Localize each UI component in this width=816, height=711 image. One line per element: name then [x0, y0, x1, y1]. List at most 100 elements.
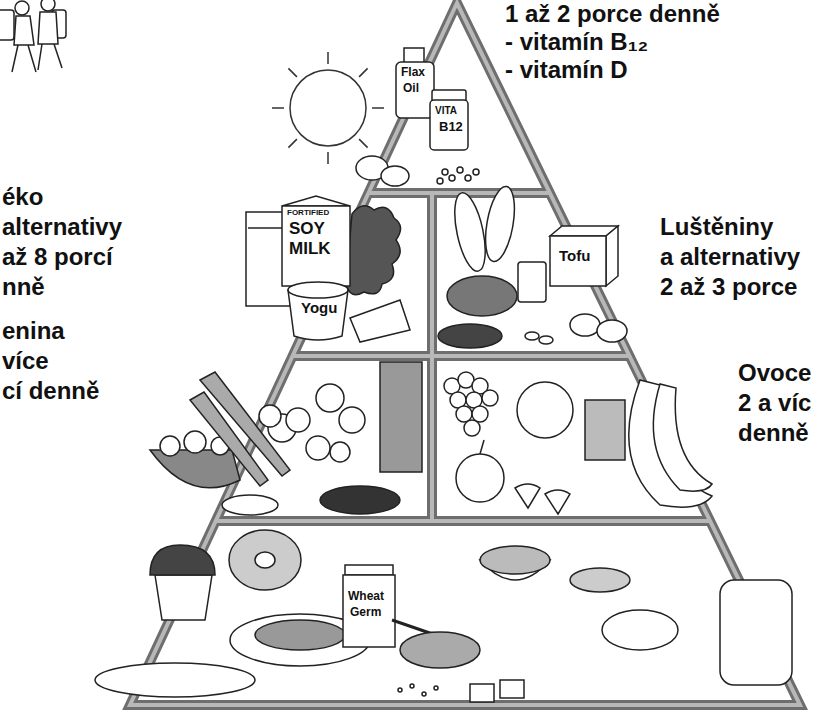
- hikers-figure-part: [15, 1, 29, 15]
- grain-drawing-part: [255, 552, 275, 568]
- pyramid-frame: [130, 3, 800, 705]
- hikers-figure-part: [38, 44, 62, 70]
- serving-label: až 8 porcí: [2, 243, 113, 271]
- sun-drawing: [272, 52, 384, 164]
- grain-drawing-part: [480, 546, 550, 574]
- serving-label: - vitamín D: [505, 56, 628, 84]
- dairy-drawing-part: [288, 282, 348, 298]
- hikers-figure-part: [14, 16, 34, 45]
- serving-label: cí denně: [2, 377, 99, 405]
- product-label: Oil: [402, 82, 420, 94]
- legumes-drawing-part: [597, 320, 627, 342]
- legumes-drawing-part: [438, 324, 502, 348]
- serving-label: Ovoce: [738, 359, 811, 387]
- vegetable-drawing: [150, 362, 422, 515]
- fruit-drawing-part: [545, 490, 570, 514]
- legumes-drawing: [438, 184, 627, 348]
- product-label: Yogu: [300, 300, 338, 315]
- hikers-figure-part: [0, 10, 14, 40]
- serving-label: a alternativy: [660, 243, 800, 271]
- product-label: Germ: [349, 606, 382, 618]
- vegetable-drawing-part: [339, 407, 365, 433]
- serving-label: více: [2, 347, 49, 375]
- product-label: Flax: [400, 66, 426, 78]
- legumes-drawing-part: [606, 226, 618, 286]
- supplement-drawing: [356, 48, 479, 186]
- dairy-drawing-part: [346, 206, 401, 295]
- fruit-drawing-part: [464, 420, 480, 436]
- grain-drawing: [95, 530, 792, 702]
- grain-drawing-part: [95, 663, 255, 697]
- grain-drawing-part: [500, 680, 524, 698]
- product-label: VITA: [434, 106, 458, 116]
- grain-drawing-part: [343, 575, 395, 647]
- fruit-drawing-part: [482, 390, 498, 406]
- vegetable-drawing-part: [184, 431, 206, 453]
- serving-label: enina: [2, 317, 65, 345]
- grain-drawing-part: [150, 545, 215, 575]
- product-label: MILK: [288, 240, 332, 257]
- grain-drawing-part: [400, 632, 480, 668]
- serving-label: nně: [2, 273, 45, 301]
- vegetable-drawing-part: [316, 384, 344, 412]
- supplement-drawing-part: [442, 169, 448, 175]
- serving-label: 2 a víc: [738, 389, 811, 417]
- serving-label: alternativy: [2, 213, 122, 241]
- hikers-figure-part: [12, 45, 36, 72]
- grain-drawing-part: [410, 684, 414, 688]
- supplement-drawing-part: [430, 100, 468, 150]
- dairy-drawing-part: [282, 196, 350, 206]
- dairy-drawing: [246, 196, 410, 342]
- fruit-drawing-part: [515, 484, 540, 508]
- vegetable-drawing-part: [190, 392, 268, 486]
- legumes-drawing-part: [525, 332, 539, 340]
- legumes-drawing-part: [447, 276, 517, 316]
- vegetable-drawing-part: [222, 495, 278, 515]
- fruit-drawing-part: [517, 382, 573, 438]
- vegetable-drawing-part: [286, 408, 310, 432]
- serving-label: denně: [738, 419, 809, 447]
- serving-label: - vitamín B₁₂: [505, 28, 648, 56]
- supplement-drawing-part: [457, 167, 463, 173]
- sun-drawing-part: [272, 52, 384, 164]
- product-label: B12: [438, 120, 464, 133]
- serving-label: Luštěniny: [660, 213, 773, 241]
- hikers-figure: [0, 0, 66, 72]
- vegetable-drawing-part: [320, 486, 400, 514]
- vegetable-drawing-part: [150, 450, 240, 488]
- grain-drawing-part: [255, 620, 345, 650]
- vegetable-drawing-part: [160, 436, 180, 456]
- fruit-drawing-part: [456, 454, 504, 502]
- legumes-drawing-part: [518, 262, 546, 302]
- fruit-drawing-part: [653, 384, 712, 491]
- supplement-drawing-part: [396, 62, 434, 118]
- grain-drawing-part: [720, 580, 792, 685]
- vegetable-drawing-part: [380, 362, 422, 472]
- legumes-drawing-part: [481, 184, 520, 263]
- serving-label: 2 až 3 porce: [660, 273, 797, 301]
- legumes-drawing-part: [539, 336, 553, 344]
- pyramid-frame-part: [130, 3, 800, 705]
- legumes-drawing-part: [570, 314, 600, 336]
- serving-label: 1 až 2 porce denně: [505, 0, 720, 28]
- grain-drawing-part: [345, 565, 393, 575]
- pyramid-frame-part-part: [130, 3, 800, 705]
- sun-drawing-part: [290, 70, 366, 146]
- vegetable-drawing-part: [330, 442, 350, 462]
- supplement-drawing-part: [473, 169, 479, 175]
- fruit-drawing: [444, 372, 712, 514]
- supplement-drawing-part: [381, 166, 409, 186]
- pyramid-frame-part-part: [130, 3, 800, 705]
- pyramid-frame-part: [130, 3, 800, 705]
- fruit-drawing-part: [629, 380, 712, 507]
- legumes-drawing-part: [550, 236, 606, 286]
- dairy-drawing-part: [350, 300, 410, 342]
- grain-drawing-part: [470, 684, 494, 702]
- grain-drawing-part: [398, 688, 402, 692]
- supplement-drawing-part: [465, 175, 471, 181]
- vegetable-drawing-part: [306, 436, 330, 460]
- supplement-drawing-part: [449, 175, 455, 181]
